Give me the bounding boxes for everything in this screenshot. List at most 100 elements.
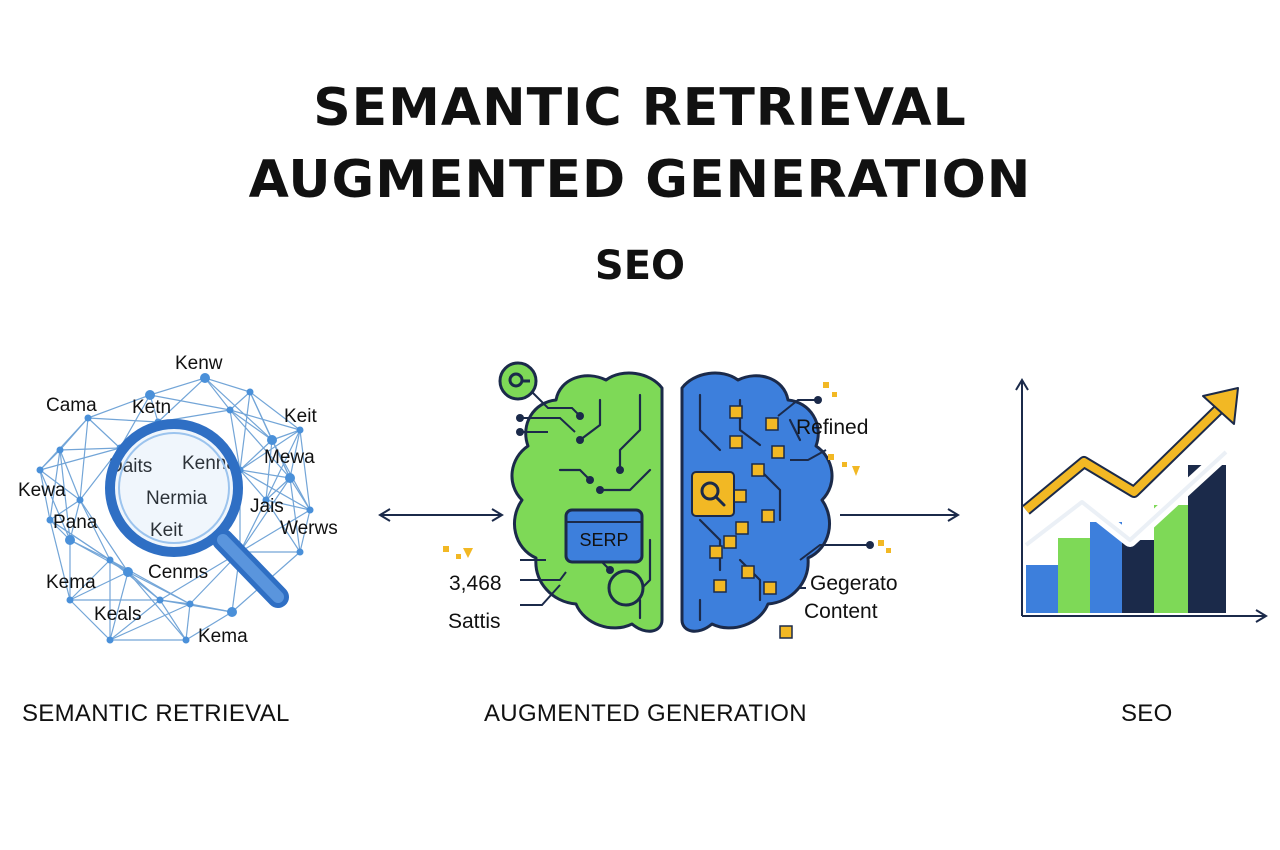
network-edge xyxy=(157,377,206,423)
circuit-chip xyxy=(765,417,779,431)
network-edge xyxy=(239,499,267,553)
network-node xyxy=(262,496,270,504)
refined-label: Refined xyxy=(796,416,868,439)
network-edge xyxy=(265,429,301,501)
circuit-chip xyxy=(729,405,743,419)
circuit-chip xyxy=(723,535,737,549)
network-node xyxy=(182,636,190,644)
generated-label-line1: Gegerato xyxy=(810,572,898,595)
network-edge xyxy=(109,571,129,641)
network-node xyxy=(285,473,295,483)
network-node xyxy=(106,636,114,644)
network-edge xyxy=(265,477,291,501)
network-node xyxy=(66,596,74,604)
network-edge xyxy=(239,391,251,471)
keyword-label: Keals xyxy=(94,604,142,625)
serp-badge: SERP xyxy=(564,508,644,564)
circuit-chip xyxy=(729,435,743,449)
network-edge xyxy=(127,571,161,601)
chart-bar xyxy=(1058,538,1090,613)
network-edge xyxy=(204,377,231,411)
caption-augmented-generation: AUGMENTED GENERATION xyxy=(484,700,807,727)
network-node xyxy=(46,516,54,524)
network-node xyxy=(227,607,237,617)
network-node xyxy=(56,446,64,454)
title-line-2: AUGMENTED GENERATION xyxy=(248,150,1032,210)
circuit-chip xyxy=(735,521,749,535)
network-edge xyxy=(87,417,121,449)
chart-bar xyxy=(1122,540,1154,613)
network-edge xyxy=(299,509,311,553)
network-edge xyxy=(79,417,89,501)
network-edge xyxy=(59,449,81,501)
generated-label-line2: Content xyxy=(804,600,878,623)
network-edge xyxy=(204,377,273,441)
network-node xyxy=(186,600,194,608)
network-edge xyxy=(79,499,129,573)
network-edge xyxy=(109,603,191,641)
network-edge xyxy=(239,477,291,553)
network-edge xyxy=(119,394,151,449)
network-edge xyxy=(229,409,273,441)
network-node xyxy=(296,548,304,556)
network-node xyxy=(76,496,84,504)
network-node xyxy=(156,596,164,604)
stat-value: 3,468 xyxy=(449,572,502,595)
semantic-network: Kenw Cama Ketn Keit Daits Kenna Mewa Kew… xyxy=(18,353,338,647)
network-edge xyxy=(239,509,311,553)
network-edge xyxy=(229,391,251,411)
circuit-chip xyxy=(709,545,723,559)
network-edge xyxy=(265,499,311,511)
network-nodes xyxy=(36,373,314,644)
keyword-label: Nermia xyxy=(146,488,208,509)
network-edge xyxy=(69,571,129,601)
network-edge xyxy=(127,571,191,605)
network-node xyxy=(36,466,44,474)
network-edge xyxy=(109,599,161,641)
network-edge xyxy=(69,499,81,541)
network-edge xyxy=(49,449,61,521)
keyword-label: Kewa xyxy=(18,480,66,501)
caption-seo: SEO xyxy=(1121,700,1173,727)
network-edge xyxy=(204,377,251,393)
serp-label: SERP xyxy=(579,530,628,550)
keyword-label: Kenw xyxy=(175,353,223,374)
network-edge xyxy=(69,559,111,601)
chart-bar xyxy=(1026,565,1058,613)
network-edge xyxy=(39,469,51,521)
network-edge xyxy=(49,519,129,573)
network-edge xyxy=(249,391,301,431)
network-node xyxy=(306,506,314,514)
keyword-label: Werws xyxy=(280,518,338,539)
chart-bar xyxy=(1154,505,1188,613)
keyword-label: Jais xyxy=(250,496,284,517)
magnifier-icon xyxy=(105,419,289,608)
network-edge xyxy=(239,469,267,501)
network-edge xyxy=(185,603,191,641)
sparkle-icon xyxy=(443,382,891,559)
network-edge xyxy=(127,571,187,641)
network-edge xyxy=(159,551,241,601)
network-edge xyxy=(229,409,241,471)
circuit-chip xyxy=(763,581,777,595)
network-node xyxy=(65,535,75,545)
network-edge xyxy=(239,469,291,479)
circuit-chip xyxy=(751,463,765,477)
keyword-label: Keit xyxy=(150,520,183,541)
network-node xyxy=(200,373,210,383)
network-edge xyxy=(49,499,81,521)
network-edge xyxy=(39,449,61,471)
network-edge xyxy=(239,439,273,471)
network-edge xyxy=(159,599,187,641)
network-edge xyxy=(289,477,311,511)
network-edge xyxy=(229,409,301,431)
network-labels: Kenw Cama Ketn Keit Daits Kenna Mewa Kew… xyxy=(18,353,338,647)
keyword-label: Kenna xyxy=(182,453,237,474)
network-edge xyxy=(59,449,71,541)
brain-icon: SERP xyxy=(443,361,898,639)
keyword-label: Kema xyxy=(198,626,248,647)
network-edge xyxy=(79,499,111,561)
circuit-node xyxy=(607,569,645,607)
network-edge xyxy=(239,469,311,511)
circuit-chip xyxy=(771,445,785,459)
